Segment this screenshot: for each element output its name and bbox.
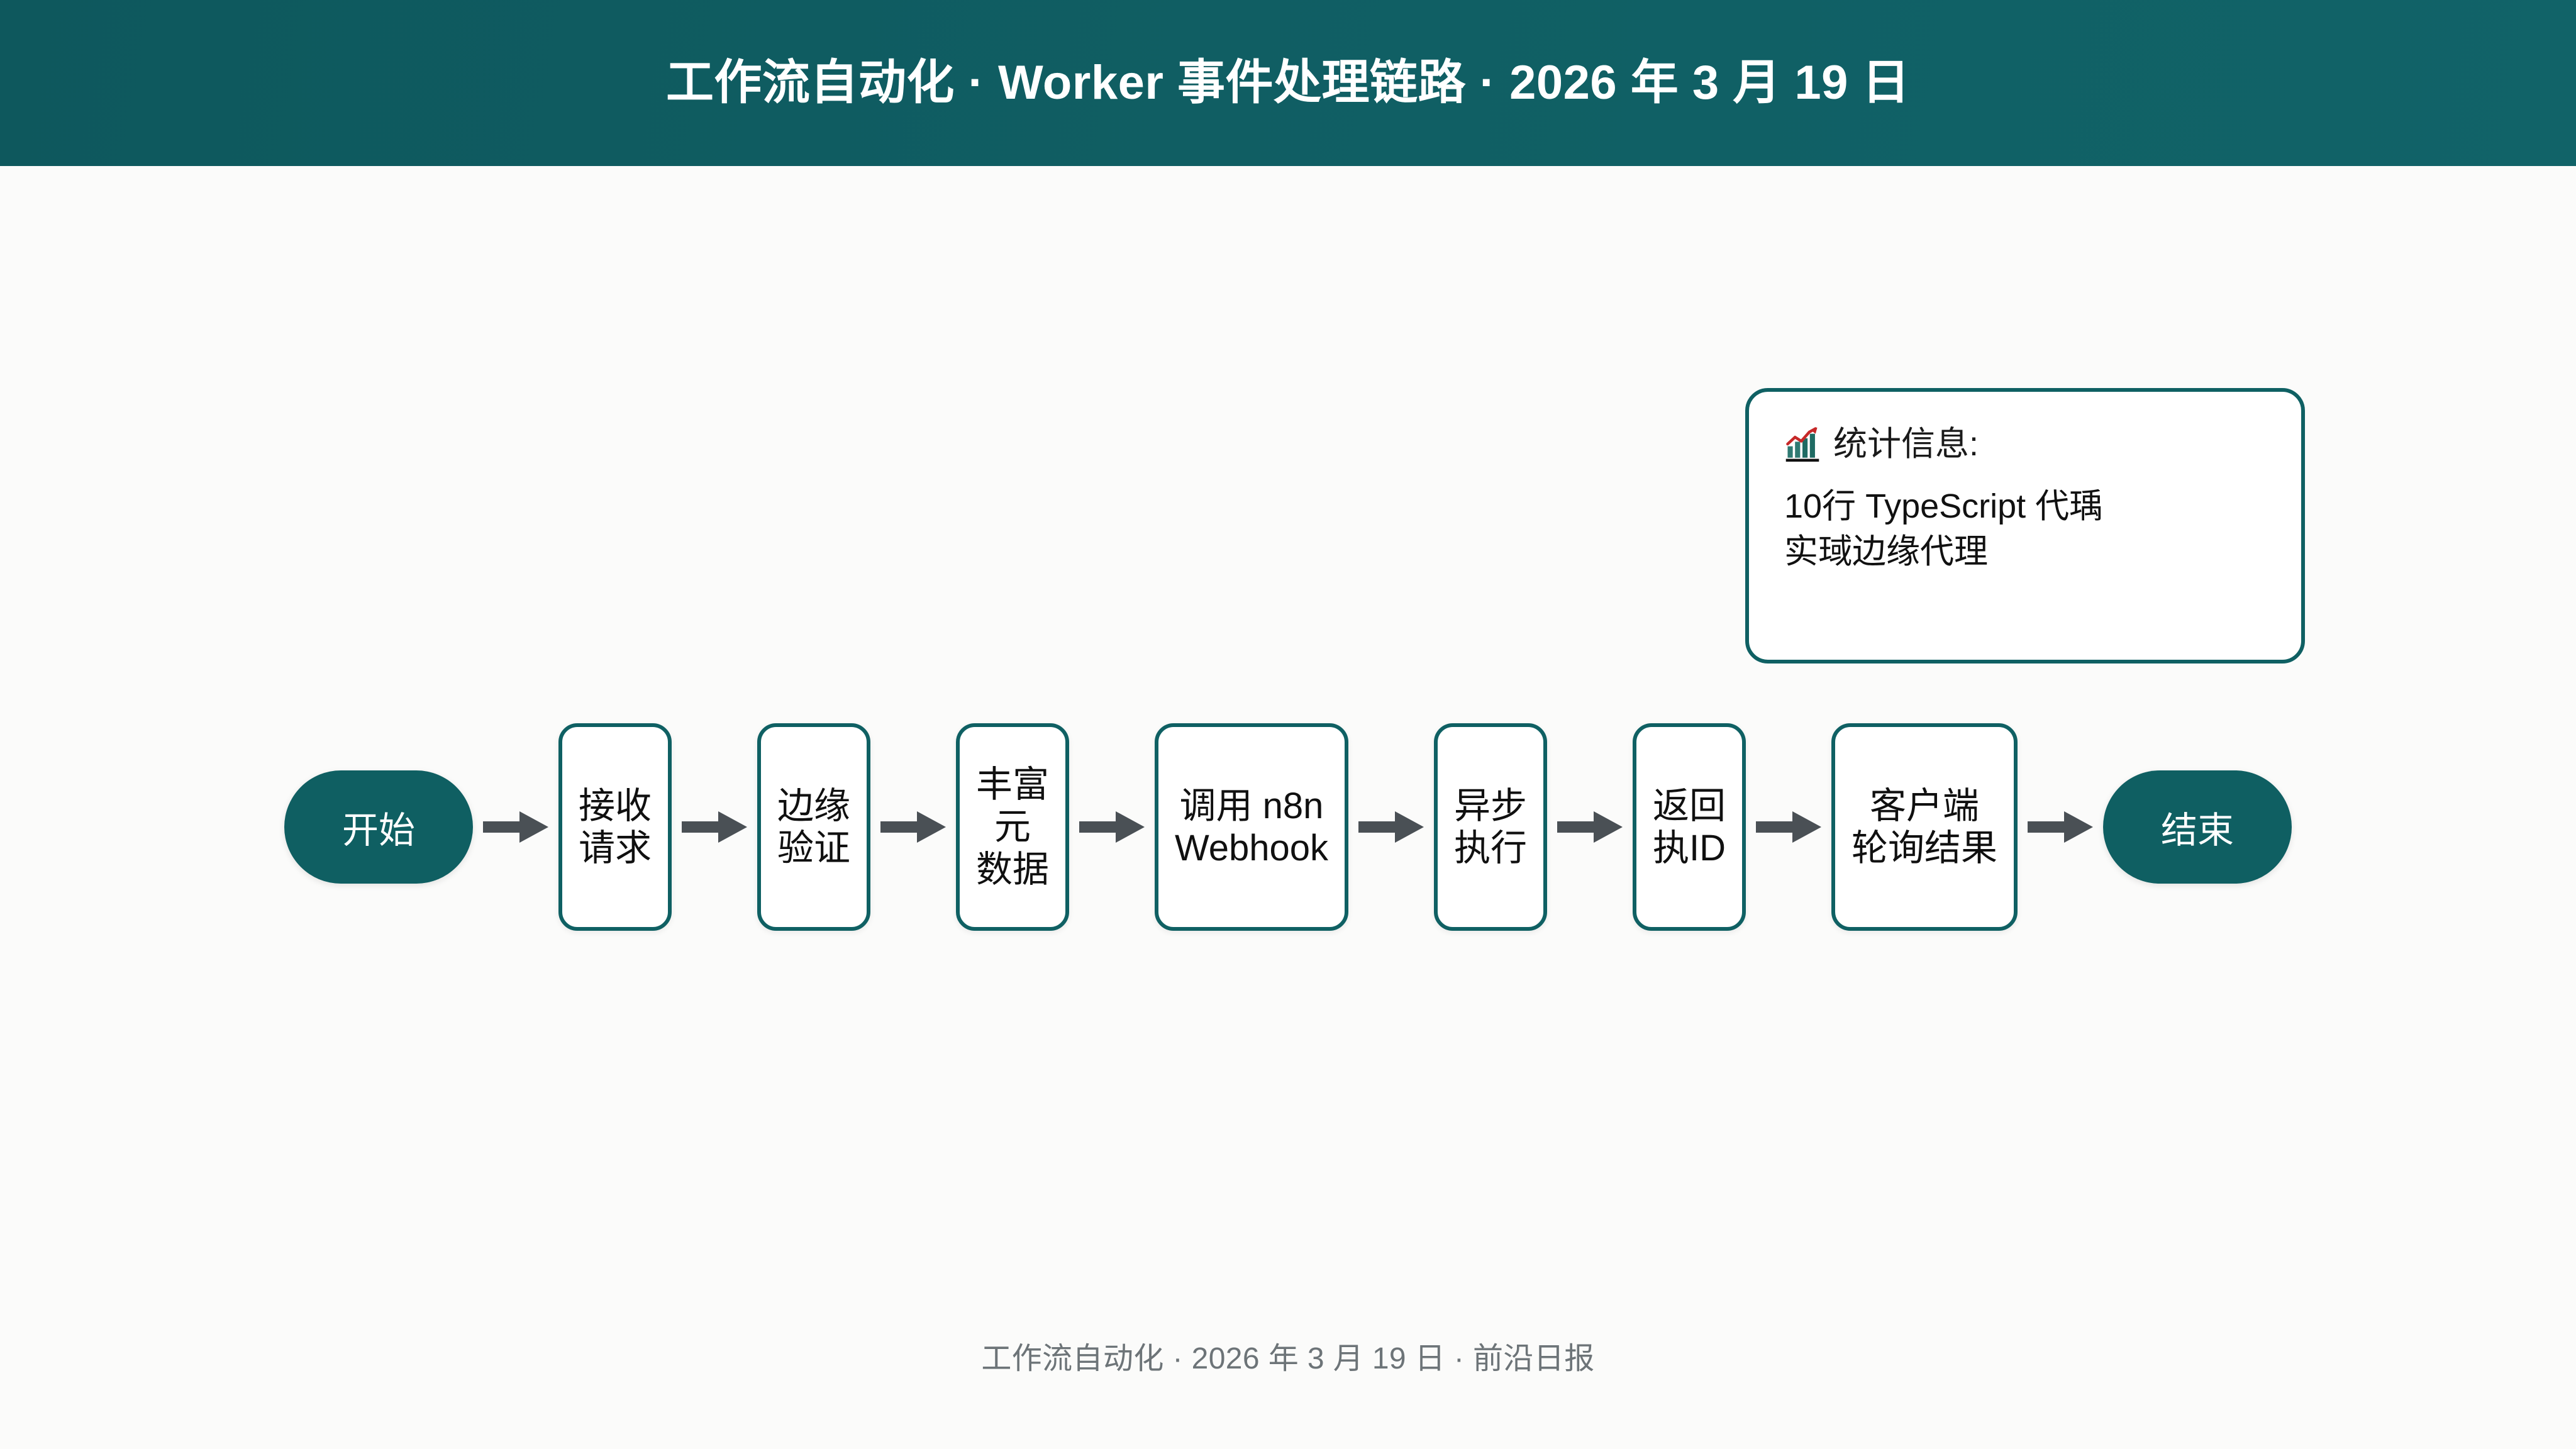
flowchart: 开始 接收 请求 边缘 验证 丰富 元 数据 调用 n8n Webhook: [0, 720, 2576, 934]
flow-node-verify[interactable]: 边缘 验证: [757, 723, 870, 931]
flow-node-enrich[interactable]: 丰富 元 数据: [955, 723, 1069, 931]
flow-arrow-icon: [482, 811, 548, 843]
flow-node-end[interactable]: 结束: [2103, 770, 2292, 884]
flow-arrow-icon: [1557, 811, 1623, 843]
flow-node-label: 接收 请求: [578, 785, 652, 869]
page-title: 工作流自动化 · Worker 事件处理链路 · 2026 年 3 月 19 日: [665, 56, 1911, 110]
flow-arrow-icon: [2028, 811, 2094, 843]
callout-line-1: 10行 TypeScript 代瑀: [1784, 487, 2104, 525]
footer-caption: 工作流自动化 · 2026 年 3 月 19 日 · 前沿日报: [981, 1342, 1595, 1375]
flow-node-label: 丰富 元 数据: [975, 764, 1049, 890]
flow-node-call-n8n[interactable]: 调用 n8n Webhook: [1155, 723, 1348, 931]
flow-node-client-poll[interactable]: 客户端 轮询结果: [1831, 723, 2018, 931]
flow-node-label: 边缘 验证: [777, 785, 850, 869]
stats-callout: 统计信息: 10行 TypeScript 代瑀 实琙边缘代理: [1745, 388, 2305, 663]
flow-node-label: 开始: [341, 810, 415, 851]
flow-node-return-id[interactable]: 返回 执ID: [1633, 723, 1746, 931]
flow-arrow-icon: [880, 811, 946, 843]
flow-arrow-icon: [1756, 811, 1822, 843]
flow-arrow-icon: [1079, 811, 1145, 843]
flow-node-label: 调用 n8n Webhook: [1175, 785, 1328, 869]
chart-increasing-icon: [1785, 427, 1819, 462]
flow-node-label: 异步 执行: [1453, 785, 1527, 869]
flow-node-label: 结束: [2161, 810, 2235, 851]
flow-node-async-exec[interactable]: 异步 执行: [1433, 723, 1547, 931]
flow-arrow-icon: [1358, 811, 1424, 843]
callout-line-2: 实琙边缘代理: [1784, 533, 1988, 571]
flow-node-start[interactable]: 开始: [284, 770, 473, 884]
flow-node-label: 客户端 轮询结果: [1852, 785, 1998, 869]
callout-heading-label: 统计信息:: [1833, 425, 1979, 463]
flow-arrow-icon: [681, 811, 747, 843]
header-band: 工作流自动化 · Worker 事件处理链路 · 2026 年 3 月 19 日: [0, 0, 2576, 166]
callout-heading-row: 统计信息:: [1784, 426, 2266, 462]
flow-node-label: 返回 执ID: [1653, 785, 1726, 869]
flow-node-receive[interactable]: 接收 请求: [558, 723, 672, 931]
